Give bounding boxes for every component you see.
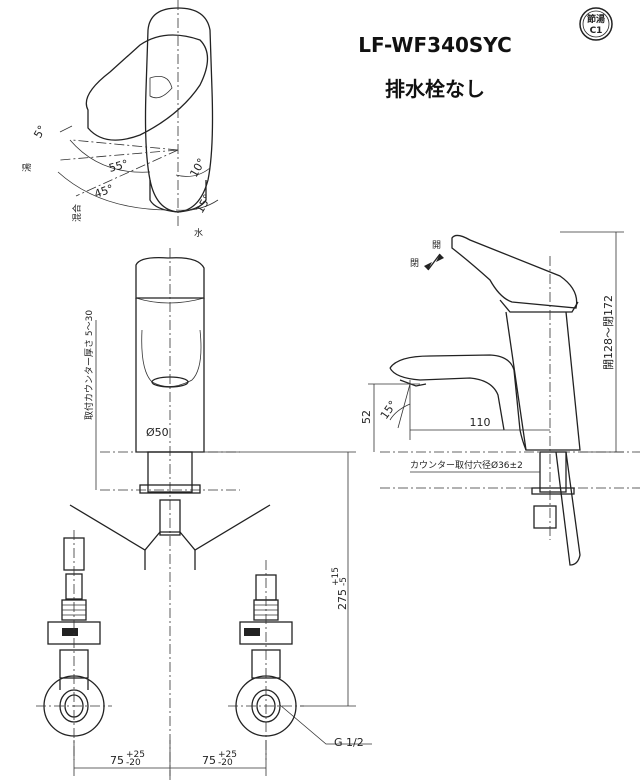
front-view: 取付カウンター厚さ 5～30 Ø50: [36, 248, 372, 783]
hot-label: 湯: [22, 163, 33, 172]
offset-right-tol-down: -20: [218, 758, 233, 768]
spout-height: 52: [360, 410, 373, 424]
subtitle: 排水栓なし: [385, 77, 485, 101]
thread-label: G 1/2: [334, 736, 364, 749]
counter-note: 取付カウンター厚さ 5～30: [84, 310, 95, 420]
pipe-length: 275: [336, 589, 349, 610]
close-label: 閉: [410, 258, 419, 269]
model-number: LF-WF340SYC: [358, 33, 512, 57]
mix-label: 混合: [71, 204, 83, 222]
hole-note: カウンター取付穴径Ø36±2: [410, 459, 523, 471]
height-range: 開128～閉172: [602, 295, 615, 370]
open-label: 開: [432, 240, 441, 251]
spout-angle: 15°: [378, 398, 400, 421]
offset-right-tol-up: +25: [218, 750, 237, 760]
pipe-length-tol-down: -5: [339, 577, 349, 586]
side-view: 開 閉 開128～閉172 52 110 15° カウンター取付穴径Ø36±2: [360, 231, 640, 566]
right-supply-hose: [228, 560, 372, 760]
spout-reach: 110: [470, 416, 491, 429]
offset-left: 75: [110, 754, 124, 767]
angle-15: 15°: [193, 192, 214, 215]
water-saving-badge: 節湯 C1: [579, 7, 613, 41]
water-label: 水: [194, 227, 203, 239]
badge-line2: C1: [590, 26, 603, 36]
badge-line1: 節湯: [586, 13, 605, 25]
angle-45: 45°: [93, 182, 116, 201]
offset-right: 75: [202, 754, 216, 767]
pipe-length-tol-up: +15: [331, 567, 341, 586]
angle-5: 5°: [31, 123, 49, 140]
offset-left-tol-up: +25: [126, 750, 145, 760]
offset-left-tol-down: -20: [126, 758, 141, 768]
left-supply-hose: [36, 530, 112, 760]
diameter-label: Ø50: [146, 426, 169, 439]
angle-55: 55°: [107, 157, 129, 175]
top-view: 5° 55° 45° 10° 15° 湯 混合 水: [22, 0, 219, 239]
